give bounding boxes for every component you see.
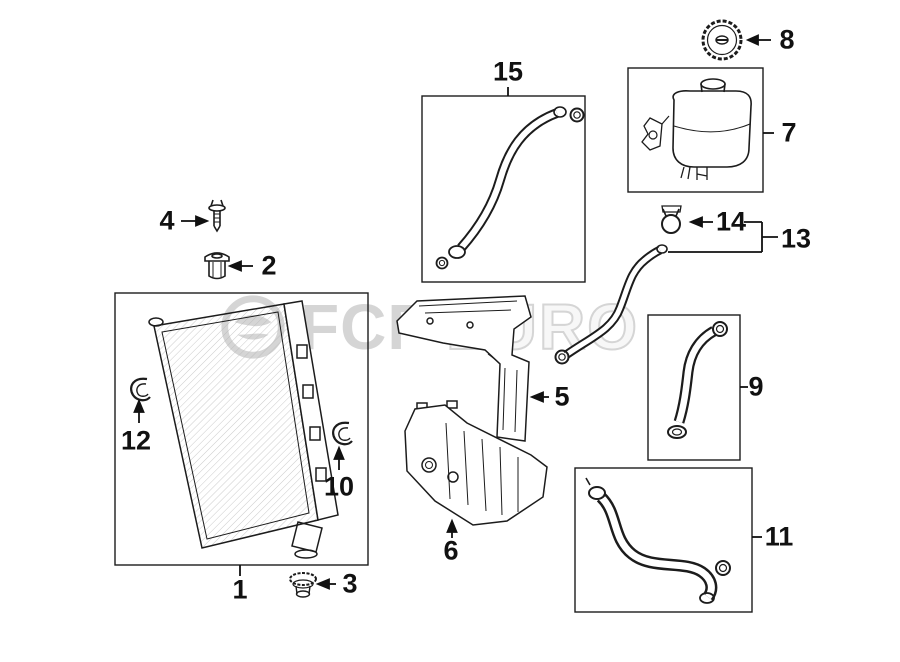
part-label-13: 13 bbox=[780, 223, 812, 254]
part-label-1: 1 bbox=[232, 574, 248, 605]
part-label-7: 7 bbox=[781, 117, 797, 148]
expansion-tank-drawing bbox=[641, 78, 752, 180]
part-label-6: 6 bbox=[443, 535, 459, 566]
arrow-12-head bbox=[133, 398, 145, 413]
arrow-8-head bbox=[745, 34, 759, 46]
tank-cap-drawing bbox=[701, 19, 743, 61]
part-label-8: 8 bbox=[779, 24, 795, 55]
part-label-5: 5 bbox=[554, 381, 570, 412]
arrow-6-head bbox=[446, 518, 458, 533]
mount-pin-drawing bbox=[208, 199, 226, 233]
hose-15-drawing bbox=[435, 106, 585, 270]
part-label-3: 3 bbox=[342, 568, 358, 599]
lower-air-baffle-drawing bbox=[404, 400, 548, 526]
part-label-4: 4 bbox=[159, 205, 175, 236]
mount-bushing-drawing bbox=[289, 572, 317, 598]
arrow-2-head bbox=[227, 260, 242, 272]
hose-clamp-drawing bbox=[661, 205, 682, 234]
hose-9-drawing bbox=[667, 321, 728, 439]
part-label-11: 11 bbox=[764, 521, 794, 552]
retaining-clip-12-drawing bbox=[130, 377, 151, 402]
arrow-4-head bbox=[195, 215, 210, 227]
arrow-14-head bbox=[688, 216, 703, 228]
retaining-clip-10-drawing bbox=[332, 421, 353, 446]
part-label-10: 10 bbox=[323, 471, 355, 502]
arrow-5-head bbox=[529, 391, 544, 403]
callout-leaders bbox=[133, 34, 778, 590]
part-box-7 bbox=[627, 67, 764, 193]
part-box-9 bbox=[647, 314, 741, 461]
radiator-drawing bbox=[148, 300, 339, 559]
part-label-2: 2 bbox=[261, 250, 277, 281]
assembly-boxes bbox=[114, 67, 764, 613]
part-box-15 bbox=[421, 95, 586, 283]
hose-13-drawing bbox=[554, 244, 668, 365]
hose-11-drawing bbox=[585, 477, 731, 604]
part-box-11 bbox=[574, 467, 753, 613]
arrow-3-head bbox=[315, 578, 330, 590]
part-label-9: 9 bbox=[748, 371, 764, 402]
part-label-12: 12 bbox=[120, 425, 152, 456]
upper-air-baffle-drawing bbox=[396, 295, 532, 442]
part-label-15: 15 bbox=[492, 56, 524, 87]
leader-13-bracket bbox=[668, 221, 778, 253]
part-label-14: 14 bbox=[715, 206, 747, 237]
arrow-10-head bbox=[333, 445, 345, 460]
part-box-1 bbox=[114, 292, 369, 566]
mount-grommet-drawing bbox=[204, 252, 230, 280]
